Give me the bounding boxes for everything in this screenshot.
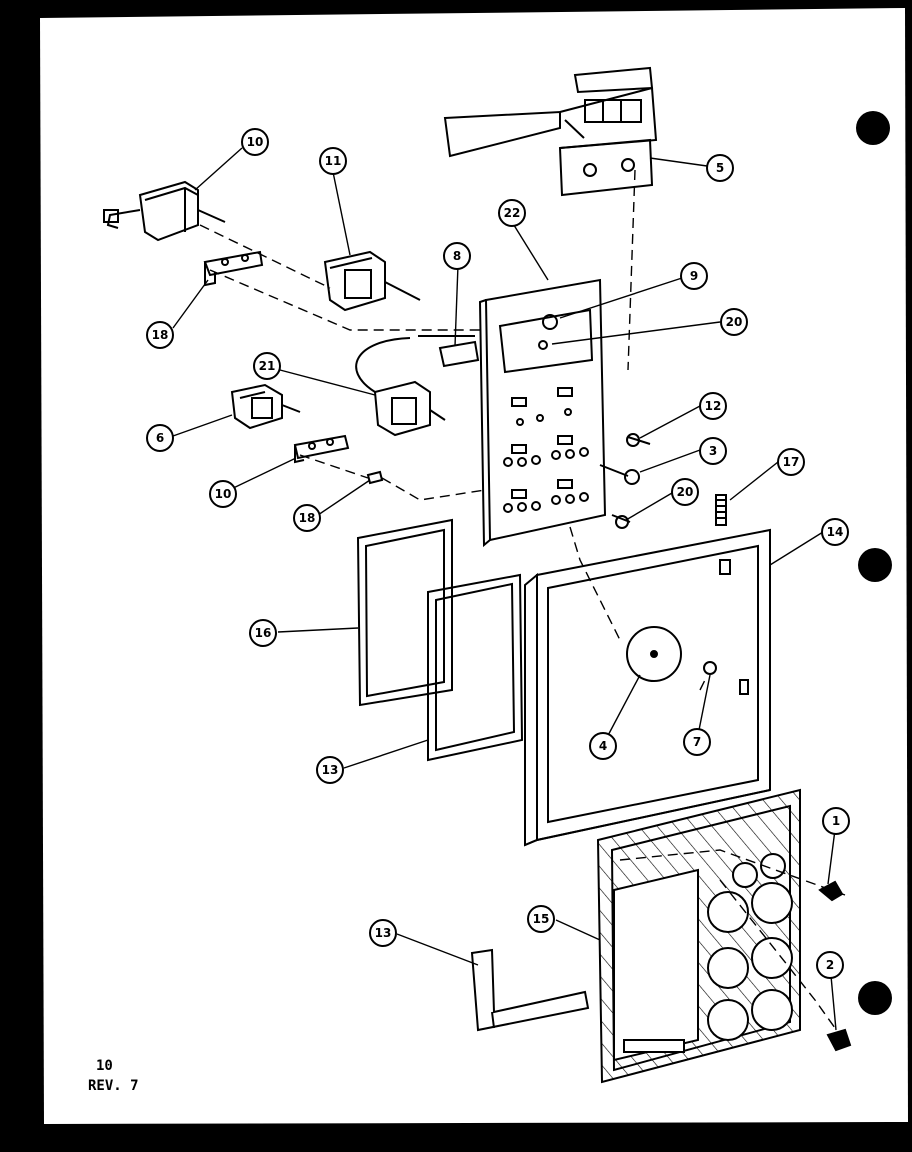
svg-text:8: 8: [453, 249, 461, 263]
svg-text:2: 2: [826, 958, 834, 972]
svg-text:20: 20: [726, 315, 743, 329]
part-17-stud: [715, 494, 727, 526]
svg-text:22: 22: [504, 206, 521, 220]
callout-17: 17: [777, 448, 805, 476]
callout-20-lower: 20: [671, 478, 699, 506]
part-15-front-panel: [596, 788, 801, 1084]
svg-text:17: 17: [783, 455, 800, 469]
svg-text:16: 16: [255, 626, 272, 640]
callout-14: 14: [821, 518, 849, 546]
part-6-switch: [230, 383, 301, 430]
part-5-control-panel: [443, 66, 658, 197]
part-10-timer-motor: [103, 180, 226, 242]
svg-text:1: 1: [832, 814, 840, 828]
part-10-bracket-lower: [293, 434, 350, 464]
callout-9: 9: [680, 262, 708, 290]
svg-text:21: 21: [259, 359, 276, 373]
callout-12: 12: [699, 392, 727, 420]
callout-16: 16: [249, 619, 277, 647]
part-7-nut: [703, 661, 717, 675]
svg-text:13: 13: [322, 763, 339, 777]
binder-hole-middle: [858, 548, 892, 582]
callout-18-upper: 18: [146, 321, 174, 349]
callout-20-upper: 20: [720, 308, 748, 336]
part-8-connector: [418, 335, 480, 368]
callout-2: 2: [816, 951, 844, 979]
svg-text:18: 18: [299, 511, 316, 525]
part-14-housing: [524, 528, 771, 847]
svg-text:11: 11: [325, 154, 342, 168]
svg-text:3: 3: [709, 444, 717, 458]
svg-text:18: 18: [152, 328, 169, 342]
callout-3: 3: [699, 437, 727, 465]
callout-8: 8: [443, 242, 471, 270]
part-4-dial: [626, 626, 682, 682]
leader-lines: [172, 147, 837, 1031]
svg-text:5: 5: [716, 161, 724, 175]
part-3-screw: [599, 464, 640, 485]
callout-10-top: 10: [241, 128, 269, 156]
callout-4: 4: [589, 732, 617, 760]
assembly-lines: [199, 169, 846, 1036]
page-number: 10: [96, 1058, 113, 1074]
callout-7: 7: [683, 728, 711, 756]
revision-label: REV. 7: [88, 1078, 139, 1094]
svg-text:12: 12: [705, 399, 722, 413]
svg-text:14: 14: [827, 525, 844, 539]
svg-text:9: 9: [690, 269, 698, 283]
part-12-screw: [626, 433, 651, 447]
part-13-frame: [427, 573, 524, 762]
callout-1: 1: [822, 807, 850, 835]
callout-10-lower: 10: [209, 480, 237, 508]
part-18-bracket-upper: [203, 250, 264, 287]
callout-6: 6: [146, 424, 174, 452]
part-2-knob: [826, 1028, 852, 1052]
callout-13-upper: 13: [316, 756, 344, 784]
callout-21: 21: [253, 352, 281, 380]
svg-text:20: 20: [677, 485, 694, 499]
svg-text:10: 10: [247, 135, 264, 149]
part-22-circuit-board: [478, 278, 607, 548]
callout-22: 22: [498, 199, 526, 227]
svg-text:6: 6: [156, 431, 164, 445]
callout-18-lower: 18: [293, 504, 321, 532]
callouts: 10 11 22 5 8 9 20 18 21 6 12 3 10 18 20 …: [146, 128, 850, 979]
part-11-switch: [323, 250, 421, 312]
callout-13-lower: 13: [369, 919, 397, 947]
part-13-trim-strip: [470, 948, 590, 1032]
svg-text:4: 4: [599, 739, 607, 753]
callout-15: 15: [527, 905, 555, 933]
binder-hole-bottom: [858, 981, 892, 1015]
part-16-gasket: [356, 518, 453, 707]
svg-text:15: 15: [533, 912, 550, 926]
callout-5: 5: [706, 154, 734, 182]
svg-text:10: 10: [215, 487, 232, 501]
callout-11: 11: [319, 147, 347, 175]
svg-text:13: 13: [375, 926, 392, 940]
part-21-switch: [355, 337, 446, 437]
part-20-screw: [611, 514, 631, 529]
binder-hole-top: [856, 111, 890, 145]
svg-text:7: 7: [693, 735, 701, 749]
